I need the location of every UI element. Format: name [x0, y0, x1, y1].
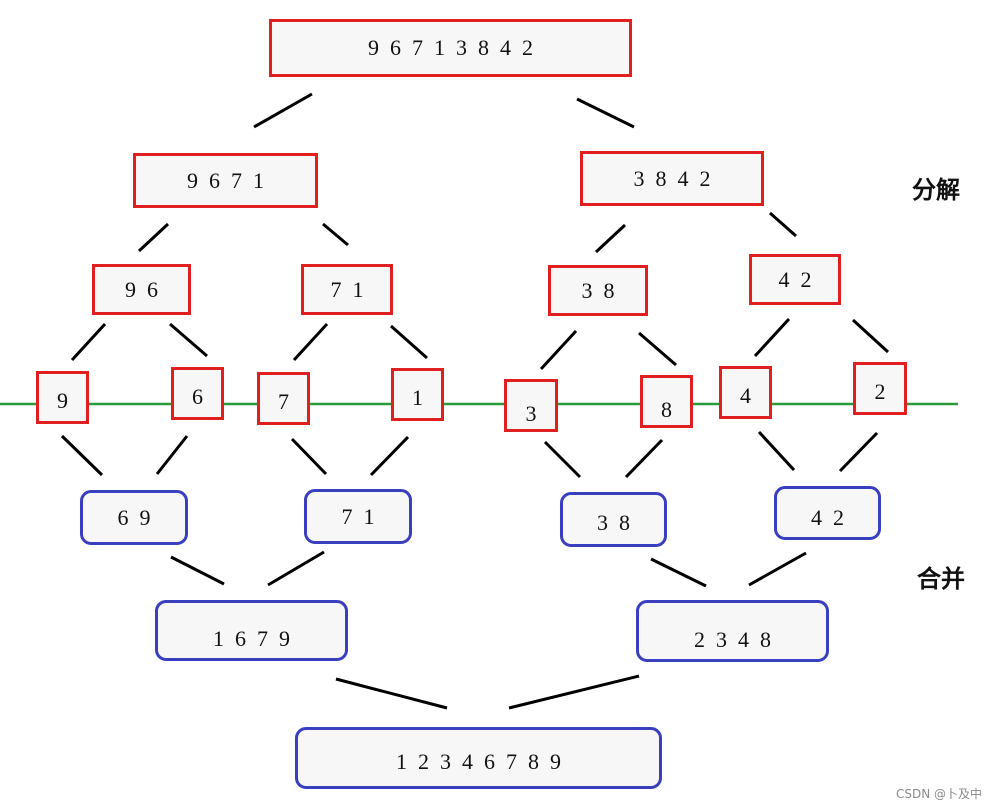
split-l2: 9 6: [92, 264, 191, 315]
connector: [290, 437, 328, 476]
split-l2: 4 2: [749, 254, 841, 305]
merge-l2: 2 3 4 8: [636, 600, 829, 662]
connector: [292, 322, 329, 362]
connector: [137, 222, 170, 253]
split-root: 9 6 7 1 3 8 4 2: [269, 19, 632, 77]
connector: [70, 322, 107, 362]
merge-label: 合并: [917, 565, 965, 593]
split-label: 分解: [912, 176, 960, 204]
connector: [748, 551, 807, 587]
split-leaf: 7: [257, 372, 310, 425]
merge-l1: 6 9: [80, 490, 188, 545]
connector: [757, 430, 796, 472]
connector: [838, 431, 879, 473]
split-l1-right: 3 8 4 2: [580, 151, 764, 206]
connector: [638, 331, 677, 367]
connector: [624, 438, 664, 479]
connector: [169, 322, 208, 358]
connector: [369, 435, 410, 477]
split-l2: 7 1: [301, 264, 393, 315]
connector: [390, 324, 428, 360]
connector: [769, 211, 797, 238]
connector: [170, 555, 225, 586]
split-leaf: 2: [853, 362, 907, 415]
split-leaf: 9: [36, 371, 89, 424]
connector: [650, 557, 707, 588]
connector: [267, 550, 325, 587]
merge-l2: 1 6 7 9: [155, 600, 348, 661]
connector: [322, 222, 349, 247]
split-leaf: 4: [719, 366, 772, 419]
split-leaf: 8: [640, 375, 693, 428]
split-leaf: 1: [391, 368, 444, 421]
split-l1-left: 9 6 7 1: [133, 153, 318, 208]
watermark: CSDN @卜及中: [895, 787, 982, 801]
merge-l1: 4 2: [774, 486, 881, 540]
merge-l1: 3 8: [560, 492, 667, 547]
connector: [335, 677, 448, 710]
connector: [155, 435, 189, 475]
merge-final: 1 2 3 4 6 7 8 9: [295, 727, 662, 789]
merge-l1: 7 1: [304, 489, 412, 544]
connector: [594, 223, 627, 254]
connector: [508, 674, 640, 710]
connector: [753, 317, 791, 358]
split-leaf: 3: [504, 379, 558, 432]
connector: [576, 97, 635, 129]
connector: [60, 434, 104, 477]
connector: [539, 329, 578, 371]
connector: [543, 440, 582, 479]
split-l2: 3 8: [548, 265, 648, 316]
split-leaf: 6: [171, 367, 224, 420]
connector: [253, 92, 313, 129]
connector: [851, 318, 890, 354]
